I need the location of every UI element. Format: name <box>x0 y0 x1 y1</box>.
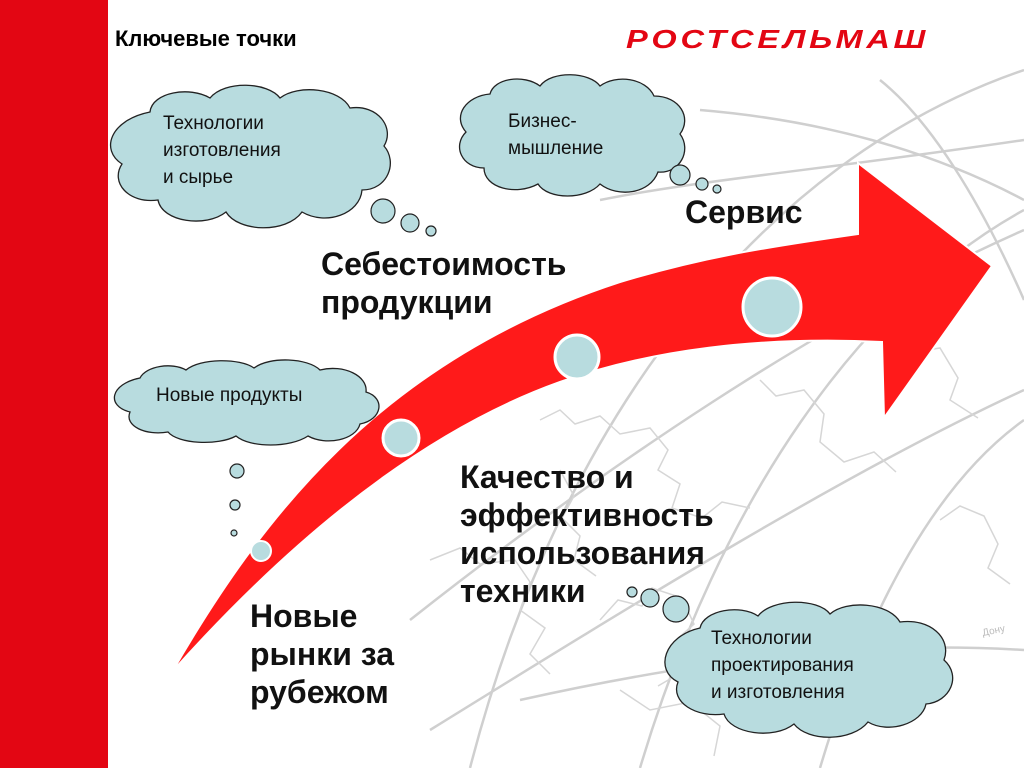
bubble-dot <box>662 595 690 623</box>
stage-label-cost: Себестоимость продукции <box>321 246 567 320</box>
cloud-tech-design <box>664 601 954 738</box>
milestone-dot-service <box>741 276 803 338</box>
bubble-dot <box>230 529 238 537</box>
stage-label-new-markets: Новые рынки за рубежом <box>250 598 395 710</box>
stage-label-quality: Качество и эффективность использования т… <box>460 459 714 609</box>
cloud-tech-materials <box>110 84 391 229</box>
rostselmash-logo: РОСТСЕЛЬМАШ <box>626 24 930 54</box>
cloud-text-new-products: Новые продукты <box>156 385 303 406</box>
bubble-dot <box>626 586 638 598</box>
stage-label-service: Сервис <box>685 194 803 230</box>
bubble-dot <box>229 499 241 511</box>
milestone-dot-quality <box>381 418 421 458</box>
cloud-new-products <box>113 359 380 446</box>
milestone-dot-cost <box>553 333 601 381</box>
bubble-dot <box>425 225 437 237</box>
cloud-text-tech-materials: Технологии изготовления и сырье <box>163 113 281 188</box>
bubble-dot <box>712 184 722 194</box>
map-label: Дону <box>981 623 1006 639</box>
slide-title: Ключевые точки <box>115 26 297 51</box>
cloud-business <box>458 74 686 197</box>
bubble-dot <box>400 213 420 233</box>
cloud-text-tech-design: Технологии проектирования и изготовления <box>711 628 854 703</box>
cloud-text-business: Бизнес- мышление <box>508 111 604 159</box>
bubble-dot <box>695 177 709 191</box>
bubble-dot <box>640 588 660 608</box>
bubble-dot <box>669 164 691 186</box>
bubble-dot <box>370 198 396 224</box>
milestone-dot-markets <box>250 540 272 562</box>
left-brand-bar <box>0 0 108 768</box>
bubble-dot <box>229 463 245 479</box>
